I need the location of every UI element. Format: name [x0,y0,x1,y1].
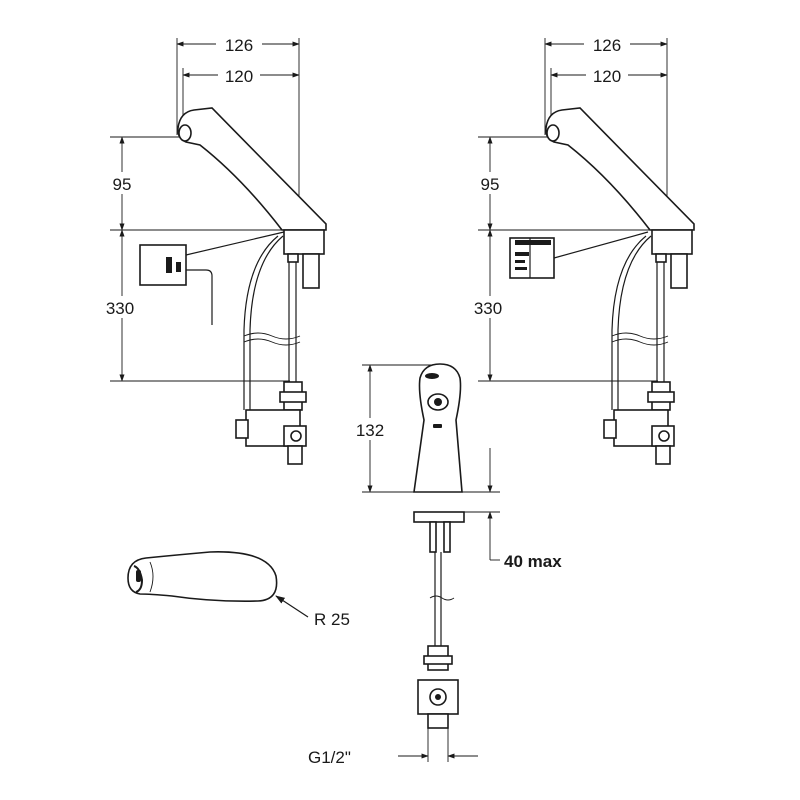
right-mount-stud [670,253,688,289]
front-break [429,595,455,601]
right-battery-label-top [515,240,551,245]
left-spout-outlet [178,124,192,142]
spout-profile-sensor [136,570,141,582]
front-stud-l [429,521,437,553]
left-break-2 [243,338,301,346]
right-battery-label-2 [515,260,525,263]
left-label-120: 120 [225,67,253,86]
right-spout-outlet [546,124,560,142]
spout-radius-label: R 25 [314,610,350,629]
left-label-126: 126 [225,36,253,55]
right-spout [545,107,695,231]
right-break-1 [611,332,669,340]
left-base [283,229,325,255]
left-spout [177,107,327,231]
right-valve-inlet [603,419,617,439]
left-control-label [166,257,172,273]
right-label-95: 95 [481,175,500,194]
left-valve-inlet [235,419,249,439]
left-valve-outlet [287,445,303,465]
spout-profile-view: R 25 [127,551,350,629]
front-valve-outlet [427,713,449,729]
left-break-1 [243,332,301,340]
left-mount-stud [302,253,320,289]
right-label-120: 120 [593,67,621,86]
right-nut [655,253,667,263]
front-outlet [434,398,442,406]
right-label-126: 126 [593,36,621,55]
front-label-40max: 40 max [504,552,562,571]
front-label-132: 132 [356,421,384,440]
front-valve-ring [423,655,453,665]
right-label-330: 330 [474,299,502,318]
front-stud-r [443,521,451,553]
spout-profile-outlet [133,565,144,593]
left-cable-2 [243,235,279,410]
right-break-2 [611,338,669,346]
front-view: 132 40 max G1/2" [308,363,562,767]
right-cable-2 [611,235,647,410]
left-control-wire [185,231,285,256]
right-cable [617,235,652,410]
front-label-thread: G1/2" [308,748,351,767]
right-battery-label-3 [515,267,527,270]
right-battery-wire [553,231,649,259]
left-control-lead [186,269,213,325]
front-aerator [433,424,442,428]
front-washer [413,511,465,523]
left-cable [249,235,284,410]
left-label-330: 330 [106,299,134,318]
right-base [651,229,693,255]
left-label-95: 95 [113,175,132,194]
front-valve-knob-center [435,694,441,700]
spout-radius-leader [275,595,309,618]
left-faucet-view: 126 120 95 330 [96,34,327,465]
front-sensor-window [425,373,439,379]
right-valve-outlet [655,445,671,465]
left-valve-ring [279,391,307,403]
right-valve-ring [647,391,675,403]
right-valve-screw [658,430,670,442]
left-valve-screw [290,430,302,442]
spout-profile-edge [149,561,154,593]
spout-profile [127,551,278,602]
right-battery-label-1 [515,252,529,256]
left-control-mark [176,262,181,272]
left-nut [287,253,299,263]
right-faucet-view: 126 120 95 330 [464,34,695,465]
